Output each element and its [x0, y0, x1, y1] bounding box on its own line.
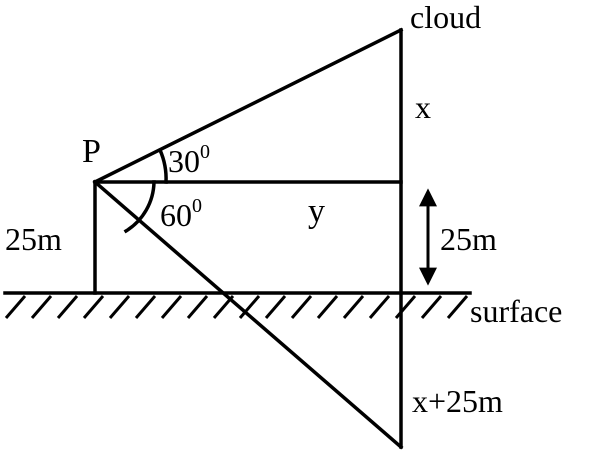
angle-arc-30 [157, 147, 168, 184]
left-height-label: 25m [5, 221, 62, 257]
reflection-label: x+25m [412, 383, 503, 419]
depression-sightline [92, 179, 404, 450]
surface-hatching [4, 295, 469, 319]
right-height-label: 25m [440, 221, 497, 257]
angle-60-degree: 0 [192, 195, 202, 217]
angle-60-label: 600 [160, 195, 202, 233]
angle-60-value: 60 [160, 197, 192, 233]
angle-30-label: 300 [168, 141, 210, 179]
angle-arc-60 [123, 180, 156, 234]
angle-30-value: 30 [168, 143, 200, 179]
surface-label: surface [470, 293, 562, 329]
cloud-label: cloud [410, 0, 481, 35]
x-label: x [415, 89, 431, 125]
y-label: y [308, 193, 325, 230]
angle-30-degree: 0 [200, 141, 210, 163]
point-p-label: P [82, 133, 101, 170]
elevation-sightline [92, 27, 404, 185]
